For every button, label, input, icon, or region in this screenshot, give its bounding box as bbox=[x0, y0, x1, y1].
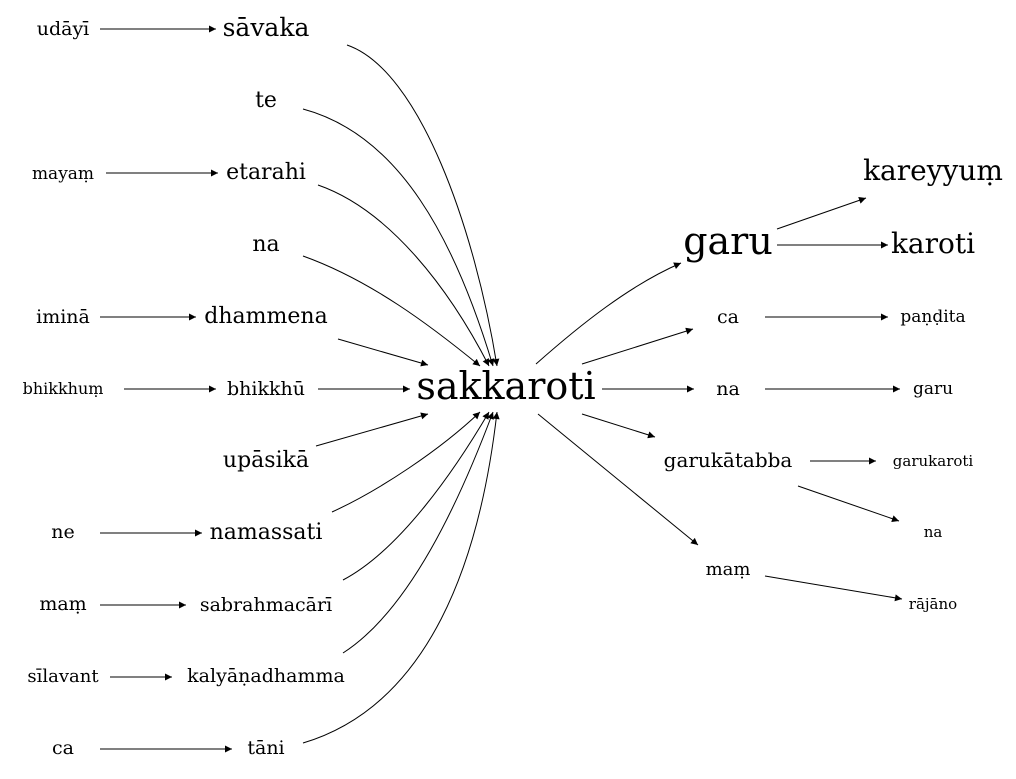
node-garu-big: garu bbox=[683, 219, 773, 263]
node-garu-small: garu bbox=[913, 379, 953, 399]
node-na-right: na bbox=[716, 378, 740, 400]
edge-mam-right-to-rajano bbox=[764, 575, 903, 602]
node-bhikkhum: bhikkhuṃ bbox=[23, 379, 104, 398]
node-savaka: sāvaka bbox=[223, 13, 310, 42]
node-sabrahmacari: sabrahmacārī bbox=[200, 594, 332, 616]
node-bhikkhu: bhikkhū bbox=[227, 378, 305, 400]
edge-etarahi-to-sakkaroti bbox=[317, 184, 490, 367]
node-garukaroti: garukaroti bbox=[893, 452, 974, 470]
edge-sakkaroti-to-garu-big bbox=[535, 262, 682, 365]
node-layer: udāyī mayaṃ iminā bhikkhuṃ ne maṃ sīlava… bbox=[23, 13, 1003, 759]
node-ca-left: ca bbox=[52, 737, 74, 759]
edge-dhammena-to-sakkaroti bbox=[337, 338, 429, 367]
edge-na-left-to-sakkaroti bbox=[302, 255, 481, 367]
node-kareyyum: kareyyuṃ bbox=[863, 154, 1003, 187]
edge-tani-to-sakkaroti bbox=[302, 411, 500, 744]
node-ca-right: ca bbox=[717, 306, 739, 328]
node-etarahi: etarahi bbox=[226, 160, 306, 185]
edge-sakkaroti-to-garukatabba bbox=[581, 413, 656, 439]
node-dhammena: dhammena bbox=[204, 304, 327, 329]
edge-upasika-to-sakkaroti bbox=[315, 412, 429, 447]
edge-kalyanadhamma-to-sakkaroti bbox=[342, 411, 494, 654]
edge-sakkaroti-to-mam-right bbox=[537, 413, 699, 546]
node-sakkaroti: sakkaroti bbox=[416, 364, 595, 408]
node-upasika: upāsikā bbox=[223, 448, 309, 473]
node-na-far: na bbox=[924, 523, 943, 541]
node-mayam: mayaṃ bbox=[32, 164, 94, 184]
node-namassati: namassati bbox=[210, 520, 323, 545]
node-ne: ne bbox=[51, 521, 74, 543]
edge-sakkaroti-to-ca-right bbox=[581, 327, 694, 365]
node-garukatabba: garukātabba bbox=[664, 448, 793, 472]
edge-garu-big-to-kareyyum bbox=[776, 196, 867, 230]
node-rajano: rājāno bbox=[909, 595, 957, 613]
node-udayi: udāyī bbox=[37, 18, 90, 40]
edge-garukatabba-to-na-far bbox=[797, 485, 900, 523]
edge-savaka-to-sakkaroti bbox=[346, 44, 500, 367]
edge-te-to-sakkaroti bbox=[302, 108, 495, 367]
node-tani: tāni bbox=[247, 737, 284, 759]
node-silavant: sīlavant bbox=[27, 666, 99, 687]
node-imina: iminā bbox=[36, 306, 90, 328]
node-kalyanadhamma: kalyāṇadhamma bbox=[187, 665, 345, 687]
node-pandita: paṇḍita bbox=[900, 307, 965, 327]
edge-layer bbox=[100, 25, 903, 753]
node-mam-left: maṃ bbox=[39, 593, 86, 615]
node-te: te bbox=[255, 88, 277, 113]
node-karoti: karoti bbox=[891, 227, 975, 260]
edge-sabrahmacari-to-sakkaroti bbox=[342, 411, 490, 581]
node-mam-right: maṃ bbox=[706, 559, 751, 580]
edge-namassati-to-sakkaroti bbox=[331, 411, 481, 513]
node-na-left: na bbox=[252, 232, 279, 257]
